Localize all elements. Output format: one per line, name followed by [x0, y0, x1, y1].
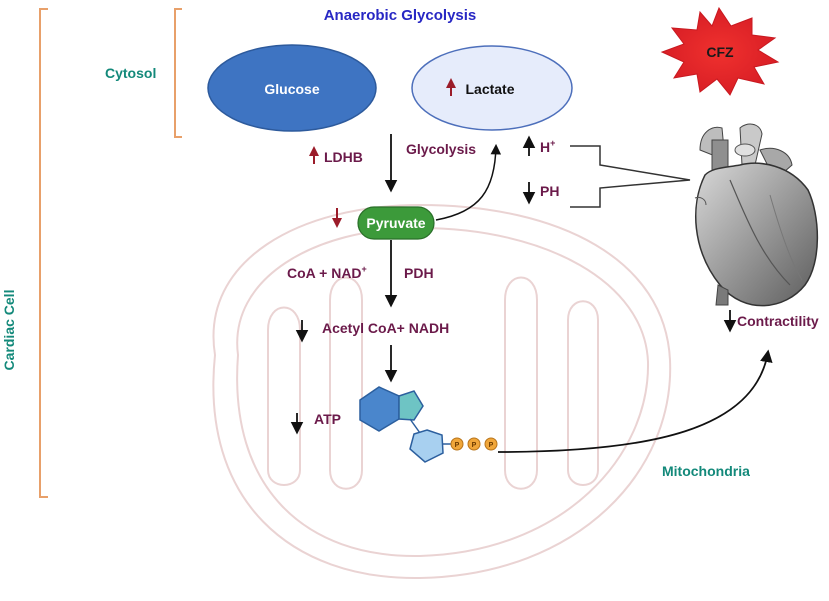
pyruvate-to-lactate-arrow [435, 143, 502, 221]
lactate-label: Lactate [465, 81, 514, 97]
phosphate-2-label: P [472, 442, 477, 449]
cardiac-cell-label: Cardiac Cell [1, 290, 17, 371]
mitochondria-label: Mitochondria [662, 463, 750, 479]
pyruvate-node: Pyruvate [357, 206, 435, 240]
glucose-node: Glucose [207, 44, 377, 132]
coa-nad-label: CoA + NAD+ [287, 264, 367, 281]
ph-label: PH [540, 183, 559, 199]
glucose-label: Glucose [264, 81, 319, 97]
ph-heart-connector [570, 145, 691, 208]
heart-icon [694, 123, 819, 307]
atp-label: ATP [314, 411, 341, 427]
atp-molecule-icon: P P P [359, 386, 498, 463]
h-plus-label: H+ [540, 138, 555, 155]
cytosol-bracket [174, 8, 182, 138]
mitochondrion-outline [212, 203, 672, 580]
atp-to-contractility-arrow [497, 349, 773, 453]
coa-nad-superscript: + [362, 264, 367, 274]
cytosol-label: Cytosol [105, 65, 156, 81]
pyruvate-label: Pyruvate [366, 215, 425, 231]
cardiac-cell-bracket [39, 8, 48, 498]
phosphate-2-icon [467, 437, 481, 451]
contractility-label: Contractility [737, 313, 819, 329]
acetyl-coa-label: Acetyl CoA+ NADH [322, 320, 449, 336]
coa-nad-text: CoA + NAD [287, 265, 362, 281]
phosphate-3-label: P [489, 442, 494, 449]
cfz-burst: CFZ [660, 6, 780, 96]
h-superscript: + [550, 138, 555, 148]
phosphate-1-label: P [455, 442, 460, 449]
ldhb-label: LDHB [324, 149, 363, 165]
diagram-title: Anaerobic Glycolysis [324, 7, 477, 24]
phosphate-3-icon [484, 437, 498, 451]
cfz-label: CFZ [706, 44, 734, 60]
phosphate-1-icon [450, 437, 464, 451]
h-text: H [540, 139, 550, 155]
glycolysis-label: Glycolysis [406, 141, 476, 157]
lactate-node: Lactate [411, 45, 573, 131]
pdh-label: PDH [404, 265, 434, 281]
